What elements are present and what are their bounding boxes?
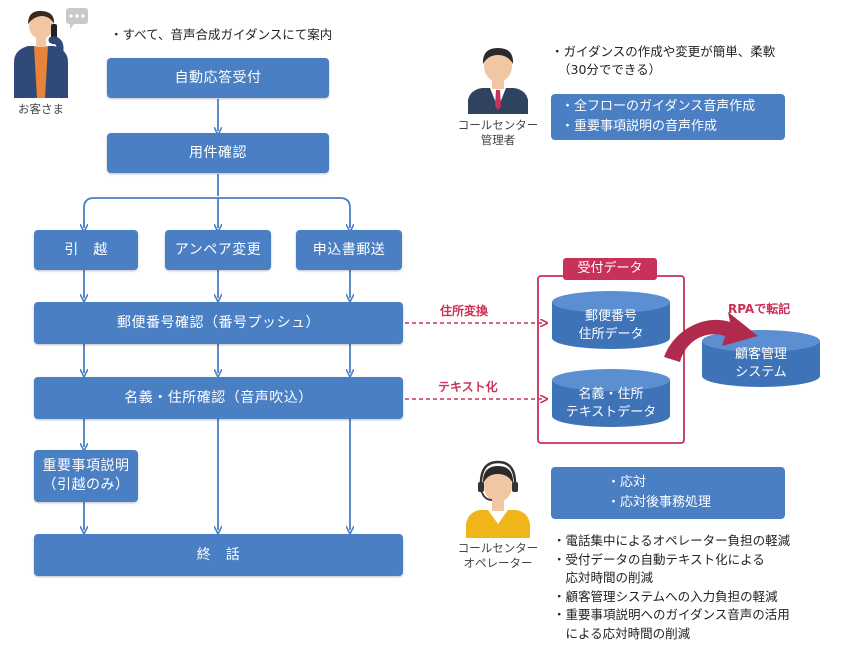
manager-label-line2: 管理者	[480, 133, 516, 147]
operator-label-line2: オペレーター	[463, 556, 533, 570]
rpa-arrow	[664, 312, 758, 362]
system-line1: 顧客管理	[734, 347, 787, 362]
operator-label: コールセンター オペレーター	[438, 541, 558, 571]
customer-label: お客さま	[18, 102, 64, 116]
name-address-check-box: 名義・住所確認（音声吹込）	[34, 377, 403, 419]
benefit-item: ・顧客管理システムへの入力負担の軽減	[553, 588, 778, 604]
manager-note-line2: （30分でできる）	[558, 62, 662, 77]
cylinder2-line2: テキストデータ	[565, 405, 657, 420]
postal-address-cylinder	[552, 291, 670, 349]
purpose-check-box: 用件確認	[107, 133, 329, 173]
cylinder1-line2: 住所データ	[578, 327, 644, 342]
benefit-item: ・受付データの自動テキスト化による	[553, 551, 765, 567]
manager-note-line1: ・ガイダンスの作成や変更が簡単、柔軟	[551, 44, 776, 59]
cylinder2-text: 名義・住所 テキストデータ	[552, 386, 670, 422]
important-line1: 重要事項説明	[42, 458, 130, 474]
manager-box-line1: ・全フローのガイダンス音声作成	[561, 99, 756, 114]
customer-system-text: 顧客管理 システム	[702, 346, 820, 382]
benefit-item: ・電話集中によるオペレーター負担の軽減	[553, 533, 791, 548]
system-line2: システム	[735, 365, 787, 380]
customer-note: ・すべて、音声合成ガイダンスにて案内	[110, 27, 333, 42]
branch-move-box: 引 越	[34, 230, 138, 270]
branch-ampere-box: アンペア変更	[165, 230, 271, 270]
cylinder2-line1: 名義・住所	[578, 387, 644, 402]
cylinder1-text: 郵便番号 住所データ	[552, 308, 670, 344]
name-address-text-cylinder	[552, 369, 670, 427]
manager-label-line1: コールセンター	[457, 118, 539, 132]
benefit-item: による応対時間の削減	[553, 625, 691, 641]
auto-answer-box: 自動応答受付	[107, 58, 329, 98]
operator-box-line2: ・応対後事務処理	[607, 495, 712, 510]
important-line2: （引越のみ）	[42, 477, 130, 493]
important-explanation-box: 重要事項説明 （引越のみ）	[34, 450, 138, 502]
operator-box-line1: ・応対	[607, 475, 647, 490]
cylinder1-line1: 郵便番号	[584, 309, 637, 324]
reception-data-title: 受付データ	[563, 258, 657, 280]
rpa-label: RPAで転記	[728, 302, 791, 316]
branch-mail-box: 申込書郵送	[296, 230, 402, 270]
end-call-box: 終 話	[34, 534, 403, 576]
manager-box-line2: ・重要事項説明の音声作成	[561, 119, 718, 134]
manager-task-box: ・全フローのガイダンス音声作成 ・重要事項説明の音声作成	[551, 94, 785, 140]
address-conversion-label: 住所変換	[440, 304, 489, 318]
text-conversion-label: テキスト化	[438, 380, 498, 394]
postal-code-check-box: 郵便番号確認（番号プッシュ）	[34, 302, 403, 344]
manager-label: コールセンター 管理者	[438, 118, 558, 148]
operator-task-box: ・応対 ・応対後事務処理	[551, 467, 785, 519]
benefit-item: ・重要事項説明へのガイダンス音声の活用	[553, 607, 790, 622]
operator-benefits-list: ・電話集中によるオペレーター負担の軽減 ・受付データの自動テキスト化による 応対…	[553, 532, 790, 643]
benefit-item: 応対時間の削減	[553, 570, 654, 585]
operator-label-line1: コールセンター	[457, 541, 539, 555]
